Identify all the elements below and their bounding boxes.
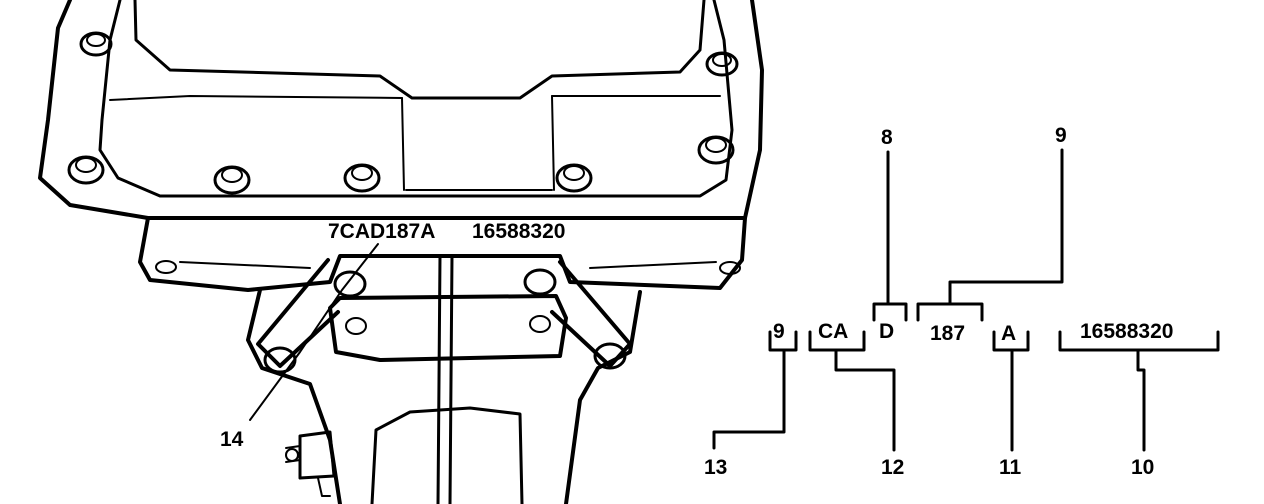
pan-bolt — [79, 31, 113, 57]
callout-10: 10 — [1131, 456, 1154, 479]
callout-9: 9 — [1055, 124, 1067, 147]
case-flange — [138, 216, 747, 292]
callout-14: 14 — [220, 428, 244, 451]
callout-8: 8 — [881, 126, 893, 149]
oil-pan-pocket-lower — [109, 95, 721, 101]
pan-bolt — [67, 155, 105, 185]
segment-model-year: 9 — [773, 320, 785, 343]
pan-bolt — [697, 135, 735, 165]
segment-plant-code: CA — [818, 320, 848, 343]
bracket-bolt — [263, 346, 297, 374]
segment-part-number: 16588320 — [1080, 320, 1173, 343]
leader-line-14 — [249, 243, 379, 421]
case-flange-inner — [179, 261, 717, 269]
mount-plate — [328, 294, 568, 362]
pan-bolt — [213, 165, 251, 195]
transmission-illustration: 7CAD187A 16588320 — [38, 0, 764, 504]
flange-bolt-hole-left — [155, 260, 177, 274]
oil-pan-inner-rim — [98, 0, 734, 198]
casting-part-number: 16588320 — [472, 220, 565, 243]
extension-housing-inner — [370, 406, 524, 504]
mount-plate-hole-left — [345, 317, 367, 335]
oil-pan-flange — [38, 0, 764, 220]
callout-11: 11 — [999, 456, 1022, 479]
oil-pan-pocket-step — [401, 95, 555, 191]
mount-plate-hole-right — [529, 315, 551, 333]
bracket-bolt — [333, 270, 367, 298]
segment-model: A — [1001, 322, 1016, 345]
segment-shift: D — [879, 320, 894, 343]
bracket-bolt — [523, 268, 557, 296]
segment-julian-date: 187 — [930, 322, 965, 345]
leader-line-9-top — [948, 148, 1064, 306]
callout-13: 13 — [704, 456, 727, 479]
bracket-bolt — [593, 342, 627, 370]
pan-bolt — [705, 51, 739, 77]
pan-bolt — [555, 163, 593, 193]
casting-code: 7CAD187A — [328, 220, 435, 243]
pan-bolt — [343, 163, 381, 193]
oil-pan-pocket — [133, 0, 706, 100]
code-breakdown: 9 CA D 187 A 16588320 8 9 13 12 11 10 14 — [220, 124, 1220, 479]
pan-bolts — [67, 31, 739, 195]
bracket-julian-date — [916, 302, 984, 322]
leader-line-10 — [1136, 348, 1146, 452]
bracket-shift — [872, 302, 908, 322]
leader-line-13 — [712, 348, 786, 450]
bracket-arm-right — [550, 260, 632, 368]
callout-12: 12 — [881, 456, 904, 479]
extension-housing — [246, 288, 642, 504]
leader-line-12 — [834, 348, 896, 452]
center-shaft — [436, 254, 454, 504]
speed-sensor-connector — [285, 430, 336, 497]
flange-bolt-hole-right — [719, 261, 741, 275]
